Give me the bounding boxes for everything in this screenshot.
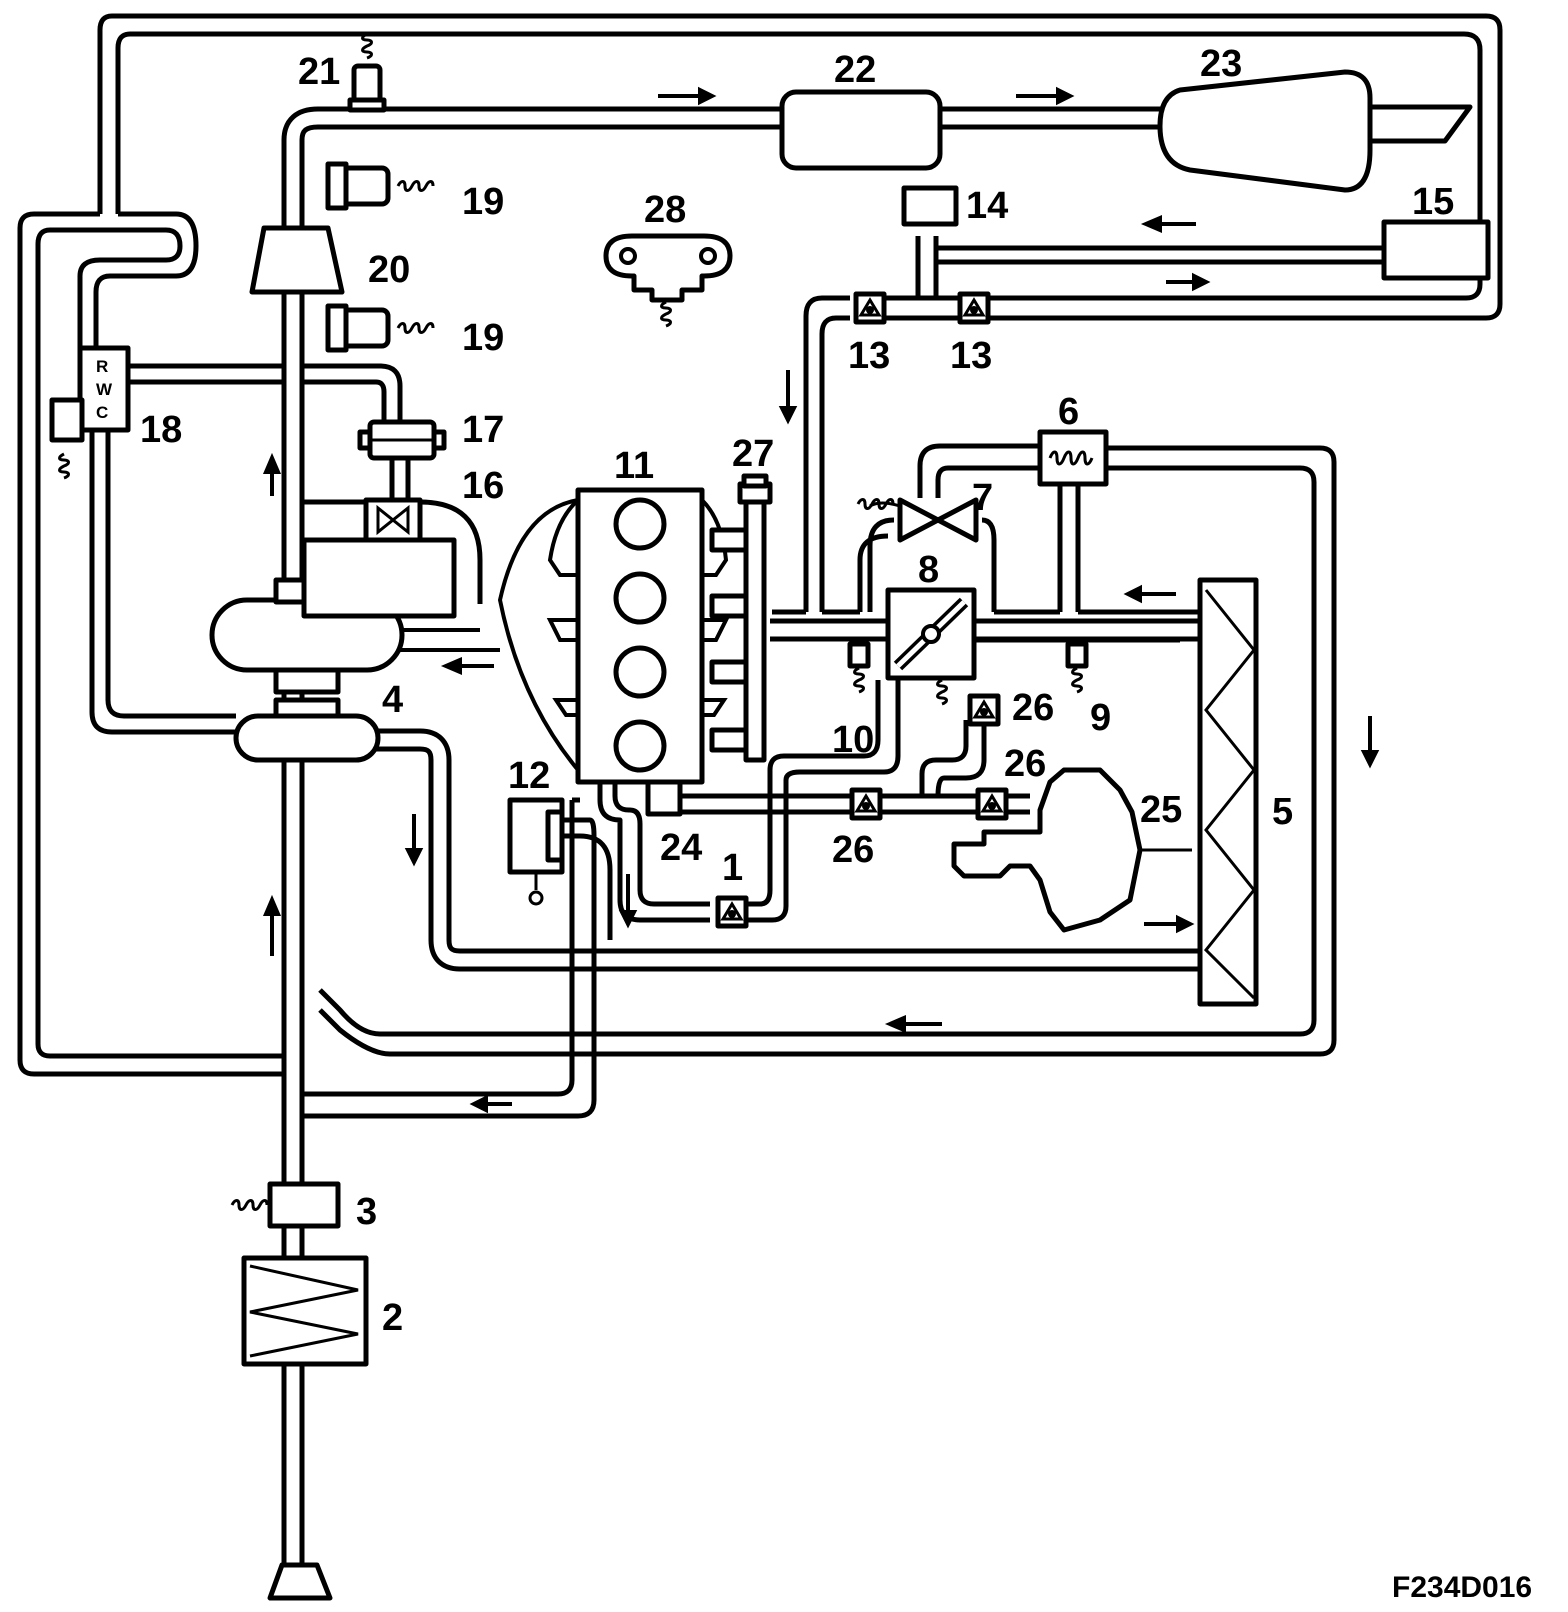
hose-6-down bbox=[1057, 484, 1081, 612]
engine-block bbox=[546, 487, 730, 785]
check-valve-1 bbox=[718, 898, 746, 926]
check-valve-13-right bbox=[960, 294, 988, 322]
hose-12-b bbox=[552, 817, 613, 940]
intercooler bbox=[1197, 577, 1259, 1007]
callout-4: 4 bbox=[382, 679, 403, 721]
hose-13-line bbox=[803, 295, 850, 612]
callout-23: 23 bbox=[1200, 43, 1242, 85]
callout-22: 22 bbox=[834, 49, 876, 91]
check-valve-13-left bbox=[856, 294, 884, 322]
hose-to-14 bbox=[915, 236, 939, 298]
check-valve-26-top bbox=[970, 696, 998, 724]
sensor-10 bbox=[847, 641, 871, 694]
air-intake-duct bbox=[281, 106, 1445, 1575]
component-24 bbox=[645, 779, 683, 817]
intake-bell-mouth bbox=[267, 1562, 333, 1601]
hose-7-sides bbox=[857, 517, 997, 612]
callout-11: 11 bbox=[614, 445, 654, 487]
hose-26-link bbox=[919, 720, 987, 797]
callout-6: 6 bbox=[1058, 391, 1079, 433]
exhaust-tail-pipe bbox=[1357, 104, 1473, 144]
valve-port-c: C bbox=[96, 403, 108, 422]
hose-16-to-manifold bbox=[419, 499, 483, 604]
callout-10: 10 bbox=[832, 719, 874, 761]
hose-18-to-17 bbox=[128, 363, 283, 385]
hose-17-to-16 bbox=[389, 458, 411, 498]
air-filter bbox=[241, 1255, 369, 1367]
callout-13-left: 13 bbox=[848, 335, 890, 377]
solenoid-valve-18: R W C bbox=[49, 345, 131, 480]
callout-5: 5 bbox=[1272, 791, 1293, 833]
callout-17: 17 bbox=[462, 409, 504, 451]
callout-13-right: 13 bbox=[950, 335, 992, 377]
callout-9: 9 bbox=[1090, 697, 1111, 739]
bypass-return-pipe bbox=[318, 445, 1337, 1057]
valve-port-r: R bbox=[96, 357, 108, 376]
component-17 bbox=[357, 419, 447, 461]
callout-2: 2 bbox=[382, 1297, 403, 1339]
check-valve-26-right bbox=[978, 790, 1006, 818]
callout-20: 20 bbox=[368, 249, 410, 291]
component-14 bbox=[901, 185, 959, 227]
hose-engine-to-1 bbox=[612, 782, 710, 907]
check-valve-26-bottom bbox=[852, 790, 880, 818]
sensor-21 bbox=[347, 32, 387, 113]
hose-13-mid bbox=[886, 295, 960, 321]
callout-26-top: 26 bbox=[1012, 687, 1054, 729]
charge-air-duct bbox=[370, 728, 1200, 972]
oxygen-sensor-lower bbox=[325, 303, 435, 353]
outer-vacuum-loop bbox=[97, 13, 1503, 321]
callout-21: 21 bbox=[298, 51, 340, 93]
flow-arrows bbox=[262, 86, 1380, 1114]
valve-port-w: W bbox=[96, 380, 113, 399]
callout-18: 18 bbox=[140, 409, 182, 451]
exhaust-elbow bbox=[301, 537, 457, 619]
hose-18-to-turbo-b bbox=[89, 430, 236, 735]
callout-1: 1 bbox=[722, 847, 743, 889]
hose-6-7-upper bbox=[917, 443, 1040, 498]
hose-14-to-15 bbox=[936, 245, 1384, 265]
callout-8: 8 bbox=[918, 549, 939, 591]
pre-catalytic-converter bbox=[249, 225, 345, 295]
callout-3: 3 bbox=[356, 1191, 377, 1233]
sensor-28 bbox=[603, 233, 733, 328]
callout-19-lower: 19 bbox=[462, 317, 504, 359]
oxygen-sensor-upper bbox=[325, 161, 435, 211]
mass-air-flow-sensor bbox=[230, 1181, 341, 1229]
callout-24: 24 bbox=[660, 827, 702, 869]
callout-26-bottom: 26 bbox=[832, 829, 874, 871]
callout-16: 16 bbox=[462, 465, 504, 507]
callout-19-upper: 19 bbox=[462, 181, 504, 223]
callout-25: 25 bbox=[1140, 789, 1182, 831]
brake-booster bbox=[951, 767, 1192, 933]
fuel-rail bbox=[737, 473, 773, 763]
callout-15: 15 bbox=[1412, 181, 1454, 223]
callout-26-right: 26 bbox=[1004, 743, 1046, 785]
callout-7: 7 bbox=[972, 477, 993, 519]
component-12 bbox=[507, 797, 565, 906]
callout-28: 28 bbox=[644, 189, 686, 231]
callout-12: 12 bbox=[508, 755, 550, 797]
callout-14: 14 bbox=[966, 185, 1008, 227]
throttle-body bbox=[885, 587, 977, 706]
sensor-9 bbox=[1065, 641, 1089, 694]
component-6 bbox=[1037, 429, 1109, 487]
hose-18-to-turbo bbox=[105, 430, 236, 719]
bypass-valve-16 bbox=[363, 497, 423, 543]
center-muffler bbox=[779, 89, 943, 171]
callout-27: 27 bbox=[732, 433, 774, 475]
hose-1-to-8 bbox=[742, 680, 901, 923]
hose-17-loop bbox=[304, 363, 403, 422]
figure-code: F234D016 bbox=[1392, 1571, 1532, 1604]
valve-7 bbox=[856, 497, 979, 543]
left-vacuum-loop bbox=[17, 211, 283, 1077]
rear-muffler bbox=[1157, 69, 1373, 193]
component-15 bbox=[1381, 219, 1491, 281]
lower-return-hose bbox=[304, 868, 597, 1119]
